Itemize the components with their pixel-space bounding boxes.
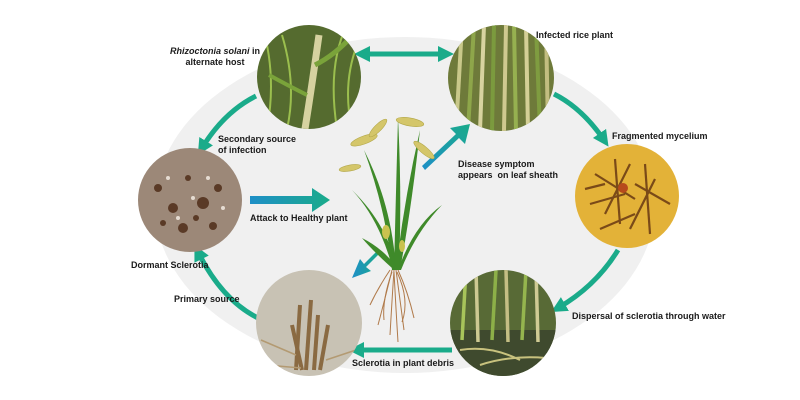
label-secondary-line2: of infection (218, 145, 267, 155)
label-water: Dispersal of sclerotia through water (572, 311, 726, 321)
arrow-infected-to-mycelium (552, 91, 609, 147)
plant-debris-photo (256, 270, 362, 376)
arrow-host-to-dormant (197, 93, 258, 155)
label-infected-plant: Infected rice plant (536, 30, 614, 40)
label-primary-source: Primary source (174, 294, 240, 304)
label-secondary-line1: Secondary source (218, 134, 297, 144)
sclerotia-soil-photo (138, 148, 242, 252)
label-mycelium: Fragmented mycelium (612, 131, 708, 141)
label-debris: Sclerotia in plant debris (352, 358, 455, 368)
water-field-photo (450, 270, 556, 376)
rice-plant-illustration (338, 117, 442, 343)
grass-host-photo (257, 25, 361, 129)
infected-rice-photo (448, 25, 554, 131)
arrow-plant-to-debris (352, 250, 380, 278)
label-symptom-line1: Disease symptom (458, 159, 535, 169)
label-alternate-host: Rhizoctonia solani in alternate host (170, 46, 260, 68)
label-alternate-host-rest: in (249, 46, 261, 56)
mycelium-microscope-photo (575, 144, 679, 248)
label-symptom-line2: appears on leaf sheath (458, 170, 559, 180)
label-alternate-host-italic: Rhizoctonia solani (170, 46, 250, 56)
label-secondary-source: Secondary source of infection (218, 134, 296, 156)
arrow-debris-to-dormant (194, 244, 260, 321)
label-attack-healthy: Attack to Healthy plant (250, 213, 348, 223)
arrow-attack-healthy (250, 188, 330, 212)
arrow-mycelium-to-water (551, 248, 621, 313)
label-dormant: Dormant Sclerotia (131, 260, 209, 270)
label-disease-symptom: Disease symptom appears on leaf sheath (458, 159, 558, 181)
label-alternate-host-line2: alternate host (185, 57, 245, 67)
